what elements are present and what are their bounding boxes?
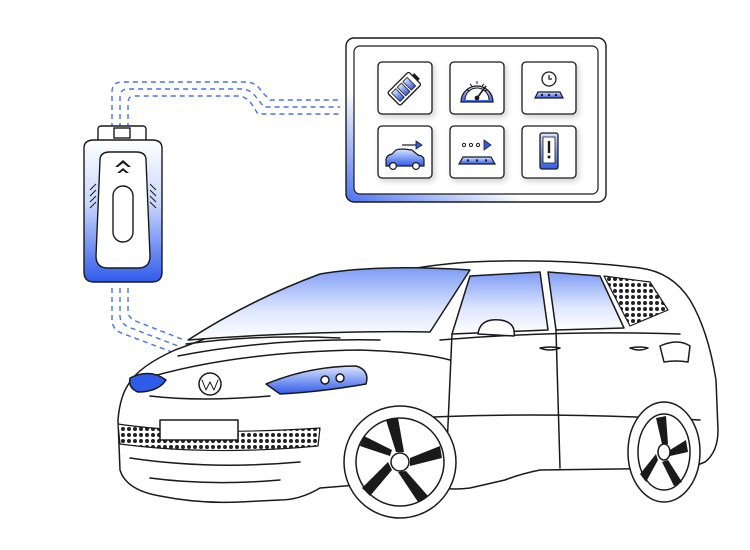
connection-lines-bottom [111, 288, 185, 353]
side-mirror [477, 319, 515, 337]
rear-wheel [627, 401, 701, 503]
tile-trip[interactable] [377, 125, 433, 179]
electric-hatchback-icon [117, 260, 719, 519]
speedometer-icon [460, 81, 494, 103]
left-headlight [128, 372, 167, 393]
rear-door-window [547, 271, 625, 331]
phone-alert-icon [539, 132, 559, 170]
battery-icon [387, 71, 422, 106]
right-headlight [265, 365, 368, 395]
car-trip-icon [385, 140, 425, 171]
tile-alert[interactable] [521, 125, 577, 179]
connection-lines-top [111, 81, 340, 128]
front-door-window [451, 271, 549, 335]
rear-pillar-mesh [603, 275, 669, 327]
brand-emblem [198, 372, 222, 396]
route-dots-icon [457, 139, 497, 165]
clock-icon [534, 71, 564, 99]
tile-route[interactable] [449, 125, 505, 179]
tile-speed[interactable] [449, 61, 505, 115]
obd-dongle-icon [83, 125, 163, 283]
windshield [187, 267, 471, 341]
tile-battery[interactable] [377, 61, 433, 115]
tile-schedule[interactable] [521, 61, 577, 115]
front-wheel [343, 405, 457, 519]
